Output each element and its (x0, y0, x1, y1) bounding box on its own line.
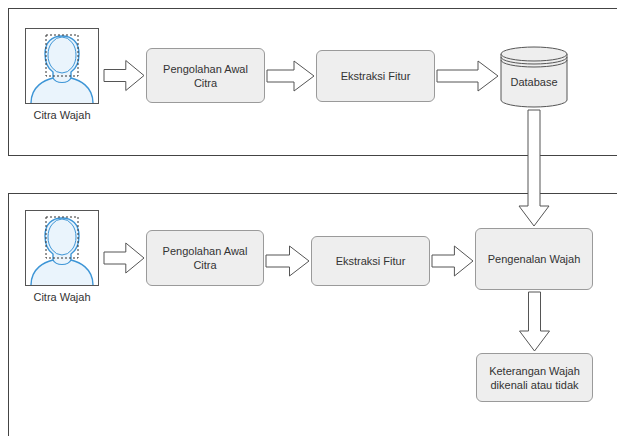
image-caption: Citra Wajah (33, 290, 90, 304)
block-arrow (104, 61, 144, 91)
face-image: Citra Wajah (22, 210, 102, 304)
process-box: Pengenalan Wajah (475, 228, 593, 290)
block-arrow (267, 61, 314, 91)
node-label: Database (510, 75, 557, 89)
block-arrow (519, 110, 549, 226)
block-arrow (266, 246, 309, 276)
node-label: Ekstraksi Fitur (336, 254, 406, 268)
node-label: Pengenalan Wajah (488, 252, 581, 266)
process-box: Pengolahan Awal Citra (146, 48, 265, 103)
node-label: Ekstraksi Fitur (341, 69, 411, 83)
process-box: Ekstraksi Fitur (311, 236, 430, 286)
block-arrow (437, 61, 498, 91)
face-image-icon (25, 210, 99, 286)
process-box: Keterangan Wajah dikenali atau tidak (476, 353, 593, 402)
block-arrow (520, 292, 550, 351)
face-image: Citra Wajah (22, 28, 102, 122)
node-label: Pengolahan Awal Citra (155, 62, 256, 90)
process-box: Ekstraksi Fitur (316, 50, 435, 102)
image-caption: Citra Wajah (33, 108, 90, 122)
database: Database (500, 46, 568, 108)
process-box: Pengolahan Awal Citra (146, 230, 264, 286)
node-label: Pengolahan Awal Citra (155, 244, 255, 272)
block-arrow (432, 246, 473, 276)
face-image-icon (25, 28, 99, 104)
block-arrow (104, 243, 144, 273)
node-label: Keterangan Wajah dikenali atau tidak (485, 364, 584, 392)
